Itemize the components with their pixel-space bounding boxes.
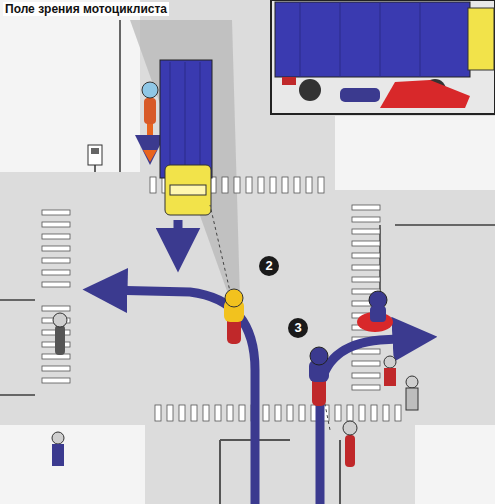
callout-number: 3 <box>288 318 308 338</box>
callout-number: 2 <box>259 256 279 276</box>
figure-title: Поле зрения мотоциклиста <box>3 2 169 16</box>
